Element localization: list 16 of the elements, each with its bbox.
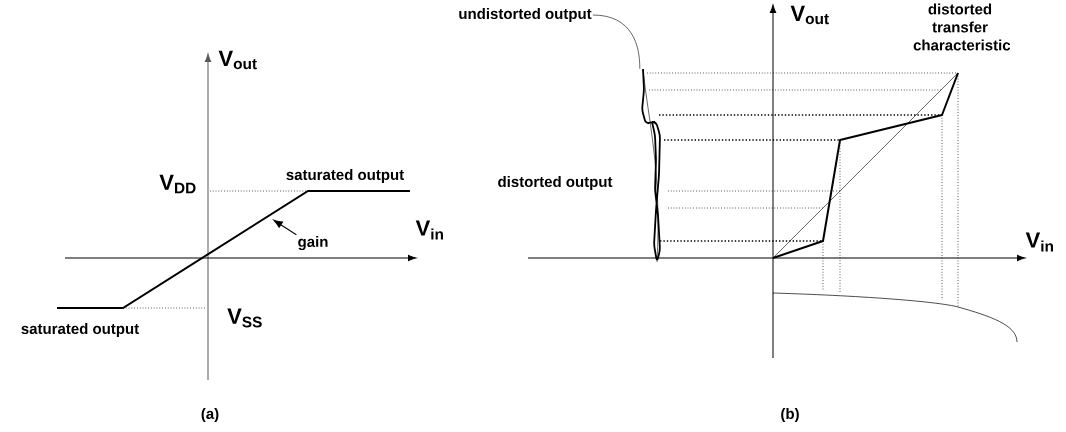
axis-label: (a) xyxy=(201,408,219,422)
axis-label: V$_{SS}$ xyxy=(227,308,262,328)
axis-label: distorted output xyxy=(498,176,613,190)
axis-label: saturated output xyxy=(21,323,139,337)
axis-label: (b) xyxy=(781,408,799,422)
leader-arrow xyxy=(273,219,297,236)
callout-text: gain xyxy=(298,236,328,251)
axis-label: V$_{out}$ xyxy=(218,50,257,70)
axis-label: V$_{in}$ xyxy=(1025,232,1053,252)
axis-label: saturated output xyxy=(286,169,404,183)
axis-label: distorted transfer characteristic xyxy=(913,3,1011,51)
axis-label: V$_{in}$ xyxy=(415,220,443,240)
axis-label: V$_{out}$ xyxy=(790,5,829,25)
callout-text: undistorted output xyxy=(459,8,592,22)
leader-line xyxy=(592,14,641,70)
axis-label: V$_{DD}$ xyxy=(159,174,196,194)
